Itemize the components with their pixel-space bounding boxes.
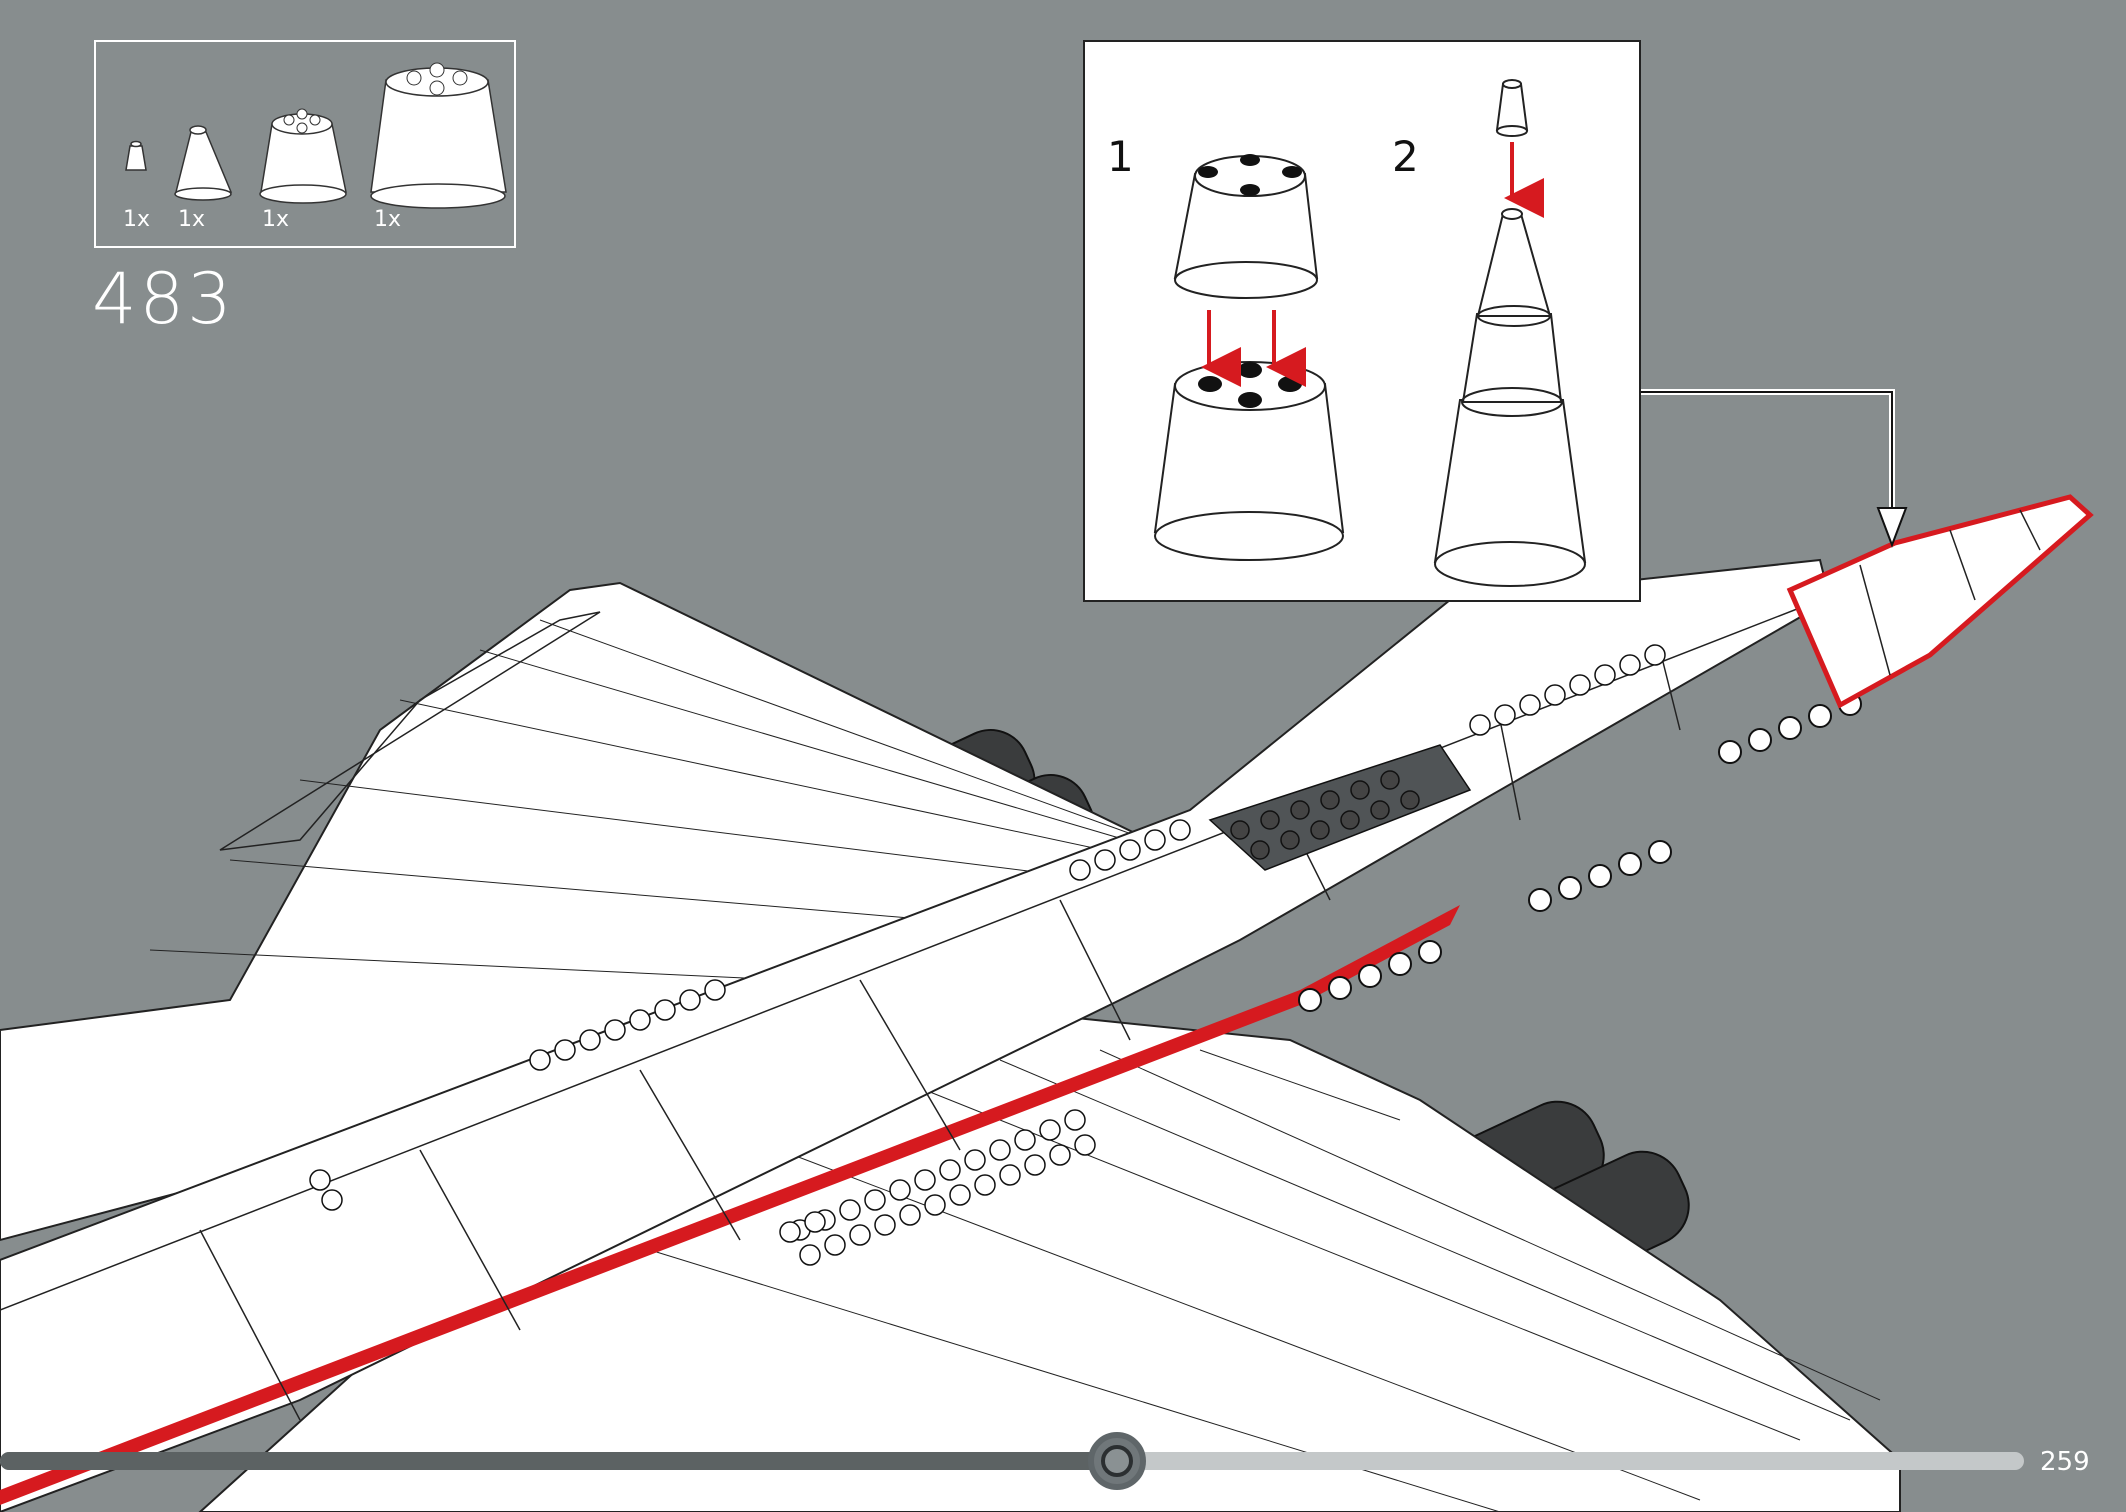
progress-fill (0, 1452, 1118, 1470)
dark-tile-studs (1230, 770, 1420, 860)
nose-cone (1786, 494, 2094, 709)
xlarge-cone-icon (370, 62, 507, 209)
slider-handle[interactable] (1088, 1432, 1147, 1490)
small-cone-icon (125, 140, 147, 171)
sub-step-2-label: 2 (1392, 132, 1419, 181)
callout-pointer (1641, 389, 1908, 548)
step1-lower-cone (1153, 361, 1345, 561)
page-progress-slider[interactable] (0, 1432, 2024, 1490)
part-qty-medium-cone: 1x (178, 207, 206, 232)
large-cone-icon (259, 108, 347, 204)
medium-cone-icon (174, 125, 233, 201)
fuselage-studs (309, 644, 1666, 1211)
parts-list-icons (125, 62, 507, 209)
part-qty-small-cone: 1x (123, 207, 151, 232)
fuselage (0, 558, 1832, 1512)
sub-assembly-box: 1 2 (1083, 40, 1641, 602)
sub-assembly-diagram (1153, 79, 1587, 587)
step-number: 483 (92, 258, 235, 340)
part-qty-large-cone: 1x (262, 207, 290, 232)
parts-list-box: 1x 1x 1x 1x (94, 40, 516, 248)
step2-tip-piece (1495, 79, 1529, 137)
sub-step-1-label: 1 (1107, 132, 1134, 181)
wing-studs (779, 1109, 1096, 1266)
step2-stacked-cones (1433, 208, 1587, 587)
part-qty-xlarge-cone: 1x (374, 207, 402, 232)
page-number: 259 (2040, 1447, 2090, 1477)
step1-upper-cone (1173, 154, 1319, 299)
fuselage-windows (1298, 692, 1862, 1012)
